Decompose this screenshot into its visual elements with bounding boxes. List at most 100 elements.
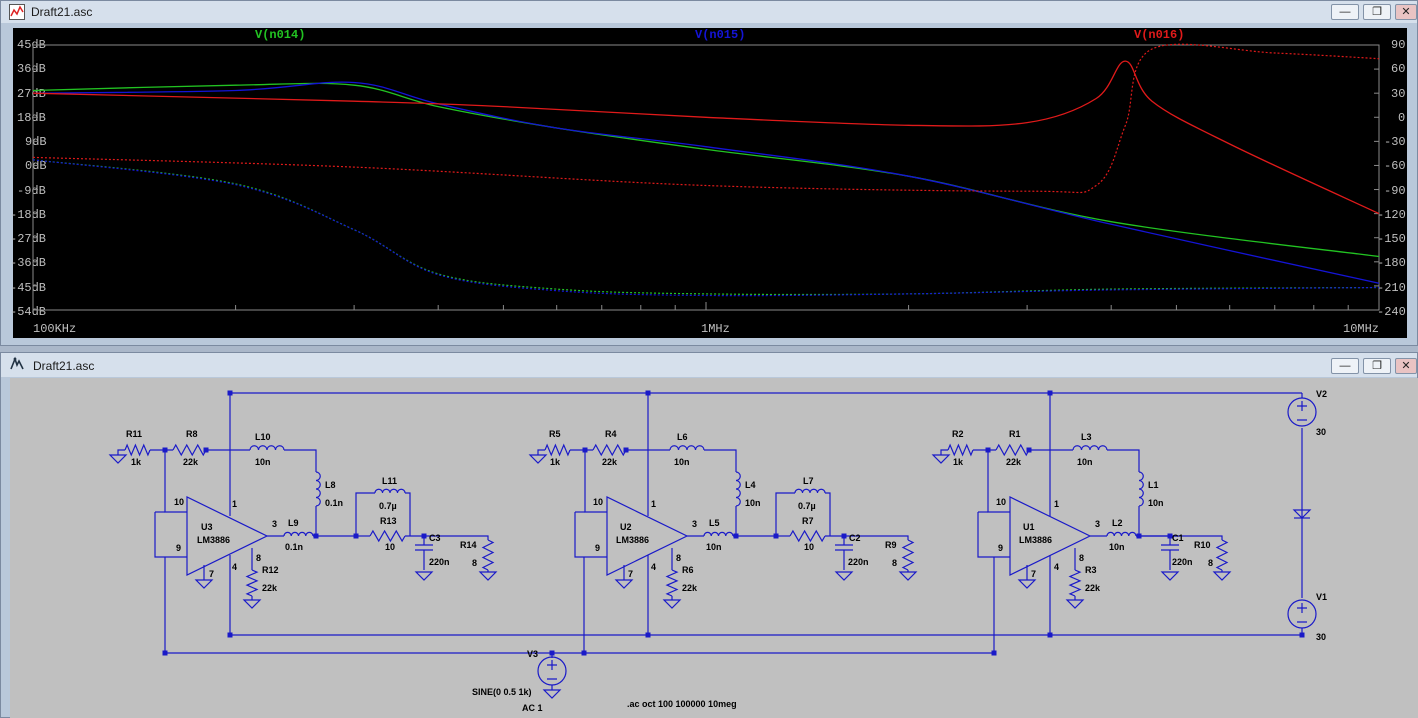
restore-button[interactable]: ❐	[1363, 4, 1391, 20]
diode[interactable]	[1292, 509, 1312, 519]
value-r2[interactable]: 1k	[953, 457, 964, 467]
waveform-titlebar[interactable]: Draft21.asc — ❐ ✕	[1, 1, 1417, 23]
wire[interactable]	[844, 535, 909, 540]
value-l11[interactable]: 0.7µ	[379, 501, 397, 511]
value-r11[interactable]: 1k	[131, 457, 142, 467]
label-r9[interactable]: R9	[885, 540, 897, 550]
plot-canvas[interactable]	[13, 28, 1407, 338]
resistor-input[interactable]	[544, 443, 571, 457]
close-button[interactable]: ✕	[1395, 358, 1417, 374]
trace-phase-vn015[interactable]	[32, 159, 1380, 297]
value-l10[interactable]: 10n	[255, 457, 271, 467]
opamp-lm3886[interactable]	[606, 496, 689, 576]
label-v1[interactable]: V1	[1316, 592, 1327, 602]
label-c1[interactable]: C1	[1172, 533, 1184, 543]
minimize-button[interactable]: —	[1331, 4, 1359, 20]
wire[interactable]	[775, 492, 795, 536]
label-r10[interactable]: R10	[1194, 540, 1211, 550]
trace-label-n014[interactable]: V(n014)	[255, 28, 306, 42]
label-u2[interactable]: U2	[620, 522, 632, 532]
value-v1[interactable]: 30	[1316, 632, 1326, 642]
trace-magnitude-vn016[interactable]	[32, 60, 1380, 215]
chip-u1[interactable]: LM3886	[1019, 535, 1052, 545]
inductor-feedback[interactable]	[669, 445, 705, 451]
inductor-parallel[interactable]	[794, 488, 826, 494]
label-l7[interactable]: L7	[803, 476, 814, 486]
wire[interactable]	[574, 512, 607, 558]
inductor-output[interactable]	[703, 531, 734, 537]
resistor-mute[interactable]	[665, 569, 679, 597]
minimize-button[interactable]: —	[1331, 358, 1359, 374]
trace-phase-vn016[interactable]	[32, 43, 1380, 194]
v1-source[interactable]	[1287, 599, 1317, 629]
label-l3[interactable]: L3	[1081, 432, 1092, 442]
value-r1[interactable]: 22k	[1006, 457, 1022, 467]
trace-label-n015[interactable]: V(n015)	[695, 28, 746, 42]
label-v3[interactable]: V3	[527, 649, 538, 659]
wire[interactable]	[117, 449, 125, 455]
label-l8[interactable]: L8	[325, 480, 336, 490]
spice-directive[interactable]: .ac oct 100 100000 10meg	[627, 699, 737, 709]
value-c1[interactable]: 220n	[1172, 557, 1193, 567]
close-button[interactable]: ✕	[1395, 4, 1417, 20]
label-r11[interactable]: R11	[126, 429, 142, 439]
inductor-feedback[interactable]	[1072, 445, 1108, 451]
wire[interactable]	[355, 492, 375, 536]
label-r3[interactable]: R3	[1085, 565, 1097, 575]
trace-magnitude-vn014[interactable]	[32, 82, 1380, 258]
value-r6[interactable]: 22k	[682, 583, 698, 593]
label-l2[interactable]: L2	[1112, 518, 1123, 528]
wire[interactable]	[405, 492, 411, 536]
label-c3[interactable]: C3	[429, 533, 441, 543]
sine-spec[interactable]: SINE(0 0.5 1k)	[472, 687, 532, 697]
label-r1[interactable]: R1	[1009, 429, 1021, 439]
value-l9[interactable]: 0.1n	[285, 542, 303, 552]
capacitor-zobel[interactable]	[1161, 536, 1179, 570]
label-l11[interactable]: L11	[382, 476, 397, 486]
label-r14[interactable]: R14	[460, 540, 477, 550]
wire[interactable]	[284, 449, 317, 472]
inductor-output-shunt[interactable]	[1138, 471, 1144, 507]
value-l4[interactable]: 10n	[745, 498, 761, 508]
resistor-load[interactable]	[901, 539, 915, 571]
resistor-parallel[interactable]	[369, 529, 406, 543]
value-r9[interactable]: 8	[892, 558, 897, 568]
value-r12[interactable]: 22k	[262, 583, 278, 593]
wire[interactable]	[1170, 535, 1223, 540]
value-l7[interactable]: 0.7µ	[798, 501, 816, 511]
opamp-lm3886[interactable]	[186, 496, 269, 576]
resistor-input[interactable]	[124, 443, 151, 457]
schematic-titlebar[interactable]: Draft21.asc — ❐ ✕	[1, 353, 1417, 377]
label-l4[interactable]: L4	[745, 480, 756, 490]
ac-spec[interactable]: AC 1	[522, 703, 543, 713]
value-l5[interactable]: 10n	[706, 542, 722, 552]
value-r10[interactable]: 8	[1208, 558, 1213, 568]
value-r5[interactable]: 1k	[550, 457, 561, 467]
chip-u2[interactable]: LM3886	[616, 535, 649, 545]
value-v2[interactable]: 30	[1316, 427, 1326, 437]
resistor-feedback[interactable]	[995, 443, 1030, 457]
resistor-load[interactable]	[481, 539, 495, 571]
trace-label-n016[interactable]: V(n016)	[1134, 28, 1185, 42]
inductor-parallel[interactable]	[374, 488, 406, 494]
value-r8[interactable]: 22k	[183, 457, 199, 467]
inductor-output-shunt[interactable]	[315, 471, 321, 507]
resistor-mute[interactable]	[1068, 569, 1082, 597]
wire[interactable]	[940, 449, 948, 455]
value-l1[interactable]: 10n	[1148, 498, 1164, 508]
label-u3[interactable]: U3	[201, 522, 213, 532]
wire[interactable]	[537, 449, 545, 455]
label-l1[interactable]: L1	[1148, 480, 1159, 490]
label-r4[interactable]: R4	[605, 429, 617, 439]
bode-plot[interactable]: V(n014) V(n015) V(n016) 45dB 36dB 27dB 1…	[10, 28, 1407, 338]
value-l2[interactable]: 10n	[1109, 542, 1125, 552]
label-r12[interactable]: R12	[262, 565, 279, 575]
v2-source[interactable]	[1287, 397, 1317, 427]
inductor-output-shunt[interactable]	[735, 471, 741, 507]
value-l3[interactable]: 10n	[1077, 457, 1093, 467]
resistor-feedback[interactable]	[172, 443, 207, 457]
value-l6[interactable]: 10n	[674, 457, 690, 467]
label-u1[interactable]: U1	[1023, 522, 1035, 532]
inductor-feedback[interactable]	[249, 445, 285, 451]
inductor-output[interactable]	[283, 531, 314, 537]
